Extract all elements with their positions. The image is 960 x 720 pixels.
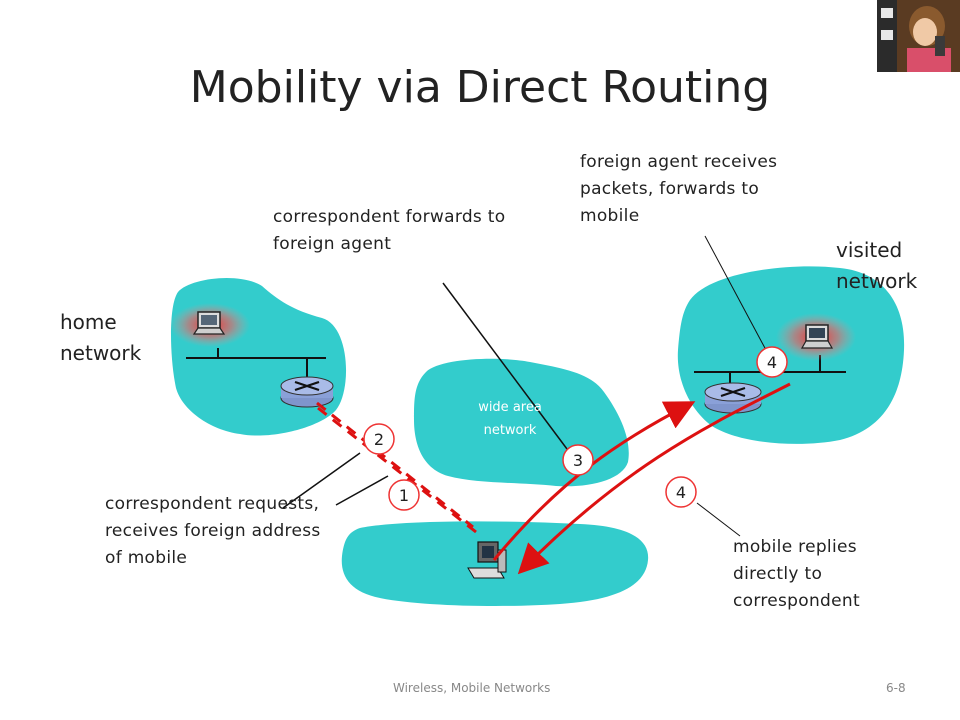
annotation-line: foreign agent receives [580,152,778,172]
home-network-cloud [171,278,347,436]
step-4-bottom-circle [665,476,697,508]
step-3-label: 3 [573,451,583,470]
home-network-label-line2: network [60,341,142,365]
annotation-line: foreign agent [273,234,392,254]
visited-network-label-line1: visited [836,238,903,262]
slide-title: Mobility via Direct Routing [189,62,771,113]
annotation-correspondent-forwards: correspondent forwards to foreign agent [273,204,505,258]
footer-page-number: 6-8 [886,681,906,695]
home-network-label: home network [60,307,141,369]
annotation-line: mobile [580,206,640,226]
annotation-line: mobile replies [733,537,857,557]
step-3-circle [562,444,594,476]
wan-label: wide area network [440,396,580,442]
photo-thumbnail [877,0,960,72]
desktop-computer-icon [467,541,507,579]
annotation-line: directly to [733,564,823,584]
visited-network-label: visited network [836,235,917,297]
step-4-top-circle [756,346,788,378]
visited-router-icon [704,382,762,414]
step-2-circle [363,423,395,455]
annotation-correspondent-requests: correspondent requests, receives foreign… [105,491,321,572]
correspondent-network-cloud [341,521,649,606]
visited-network-label-line2: network [836,269,918,293]
annotation-line: correspondent requests, [105,494,320,514]
home-network-label-line1: home [60,310,117,334]
step-1-label: 1 [399,486,409,505]
step-4-top-label: 4 [767,353,777,372]
annotation-line: receives foreign address [105,521,321,541]
step-1-circle [388,479,420,511]
annotation-line: packets, forwards to [580,179,760,199]
annotation-line: correspondent forwards to [273,207,506,227]
visited-laptop-icon [800,324,834,349]
annotation-line: correspondent [733,591,860,611]
laptop-icon [192,311,226,335]
annotation-mobile-replies: mobile replies directly to correspondent [733,534,860,615]
footer-title: Wireless, Mobile Networks [393,681,551,695]
step-4-bottom-label: 4 [676,483,686,502]
wan-label-line1: wide area [478,400,542,415]
router-icon [280,376,334,408]
annotation-line: of mobile [105,548,188,568]
step-2-label: 2 [374,430,384,449]
annotation-foreign-agent-receives: foreign agent receives packets, forwards… [580,149,777,230]
wan-label-line2: network [483,423,537,438]
